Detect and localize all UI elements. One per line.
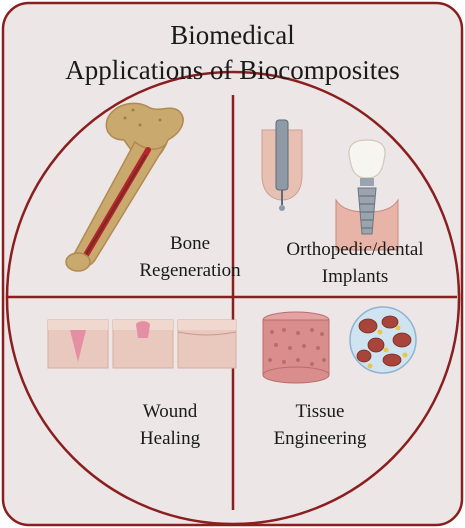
tissue-label-line-1: Tissue [250, 398, 390, 425]
title-line-2: Applications of Biocomposites [40, 53, 425, 88]
wound-healing-label: Wound Healing [110, 398, 230, 452]
bone-label-line-1: Bone [130, 230, 250, 257]
tissue-label-line-2: Engineering [250, 425, 390, 452]
implants-label-line-2: Implants [255, 263, 455, 290]
wound-label-line-1: Wound [110, 398, 230, 425]
bone-label-line-2: Regeneration [130, 257, 250, 284]
diagram-title: Biomedical Applications of Biocomposites [40, 18, 425, 88]
implants-label-line-1: Orthopedic/dental [255, 236, 455, 263]
bone-regeneration-label: Bone Regeneration [130, 230, 250, 284]
skin-layers-icon [48, 320, 236, 368]
wound-label-line-2: Healing [110, 425, 230, 452]
tissue-engineering-label: Tissue Engineering [250, 398, 390, 452]
implants-label: Orthopedic/dental Implants [255, 236, 455, 290]
title-line-1: Biomedical [40, 18, 425, 53]
